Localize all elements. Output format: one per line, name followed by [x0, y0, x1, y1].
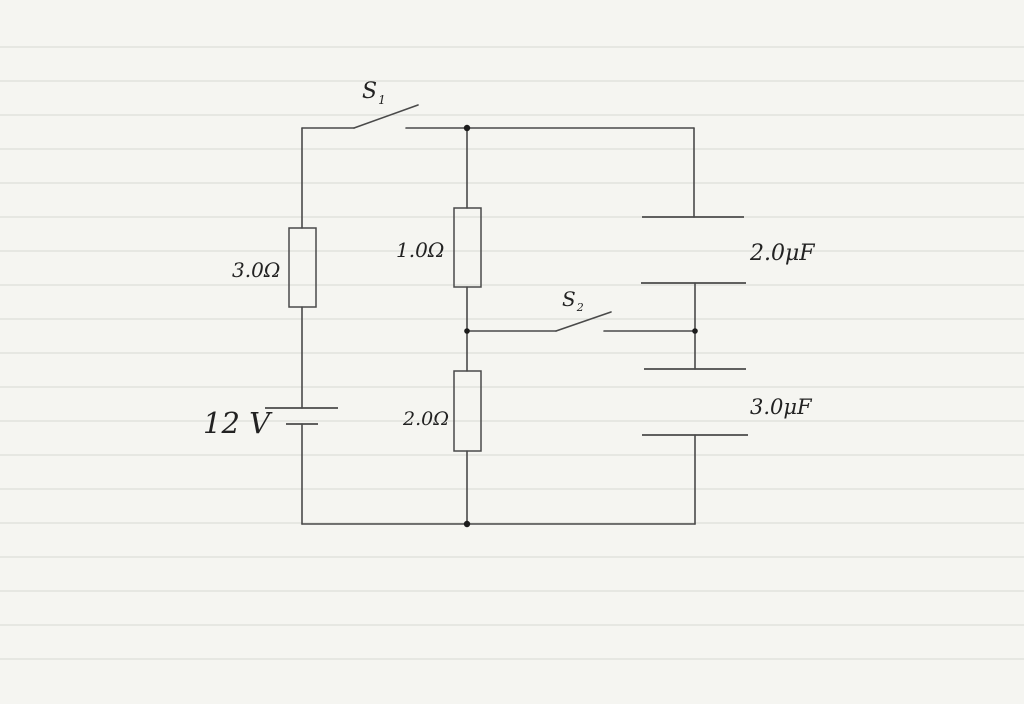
resistor-3ohm-label: 3.0Ω — [232, 258, 280, 282]
battery-symbol — [265, 407, 338, 425]
junction-node-middle — [464, 328, 470, 334]
resistor-1ohm-label: 1.0Ω — [396, 238, 444, 262]
capacitor-2uF — [641, 216, 746, 284]
right-branch-wires — [693, 127, 696, 525]
capacitor-2uF-label: 2.0μF — [749, 241, 815, 266]
switch-s1-label: S1 — [362, 79, 386, 107]
junction-node-bottom — [463, 520, 471, 528]
switch-s2-blade — [555, 311, 612, 332]
ruled-lines — [0, 46, 1024, 660]
capacitor-3uF-label: 3.0μF — [750, 395, 813, 419]
battery-voltage-label: 12 V — [203, 406, 273, 440]
resistor-3ohm — [288, 227, 317, 308]
resistor-1ohm — [453, 207, 482, 288]
switch-s1-blade — [353, 104, 419, 129]
resistor-2ohm-label: 2.0Ω — [402, 408, 449, 430]
junction-node-capacitors — [692, 328, 698, 334]
switch-s2-label: S2 — [562, 287, 584, 314]
resistor-2ohm — [453, 370, 482, 452]
capacitor-3uF — [642, 368, 748, 436]
junction-node-top — [463, 124, 471, 132]
